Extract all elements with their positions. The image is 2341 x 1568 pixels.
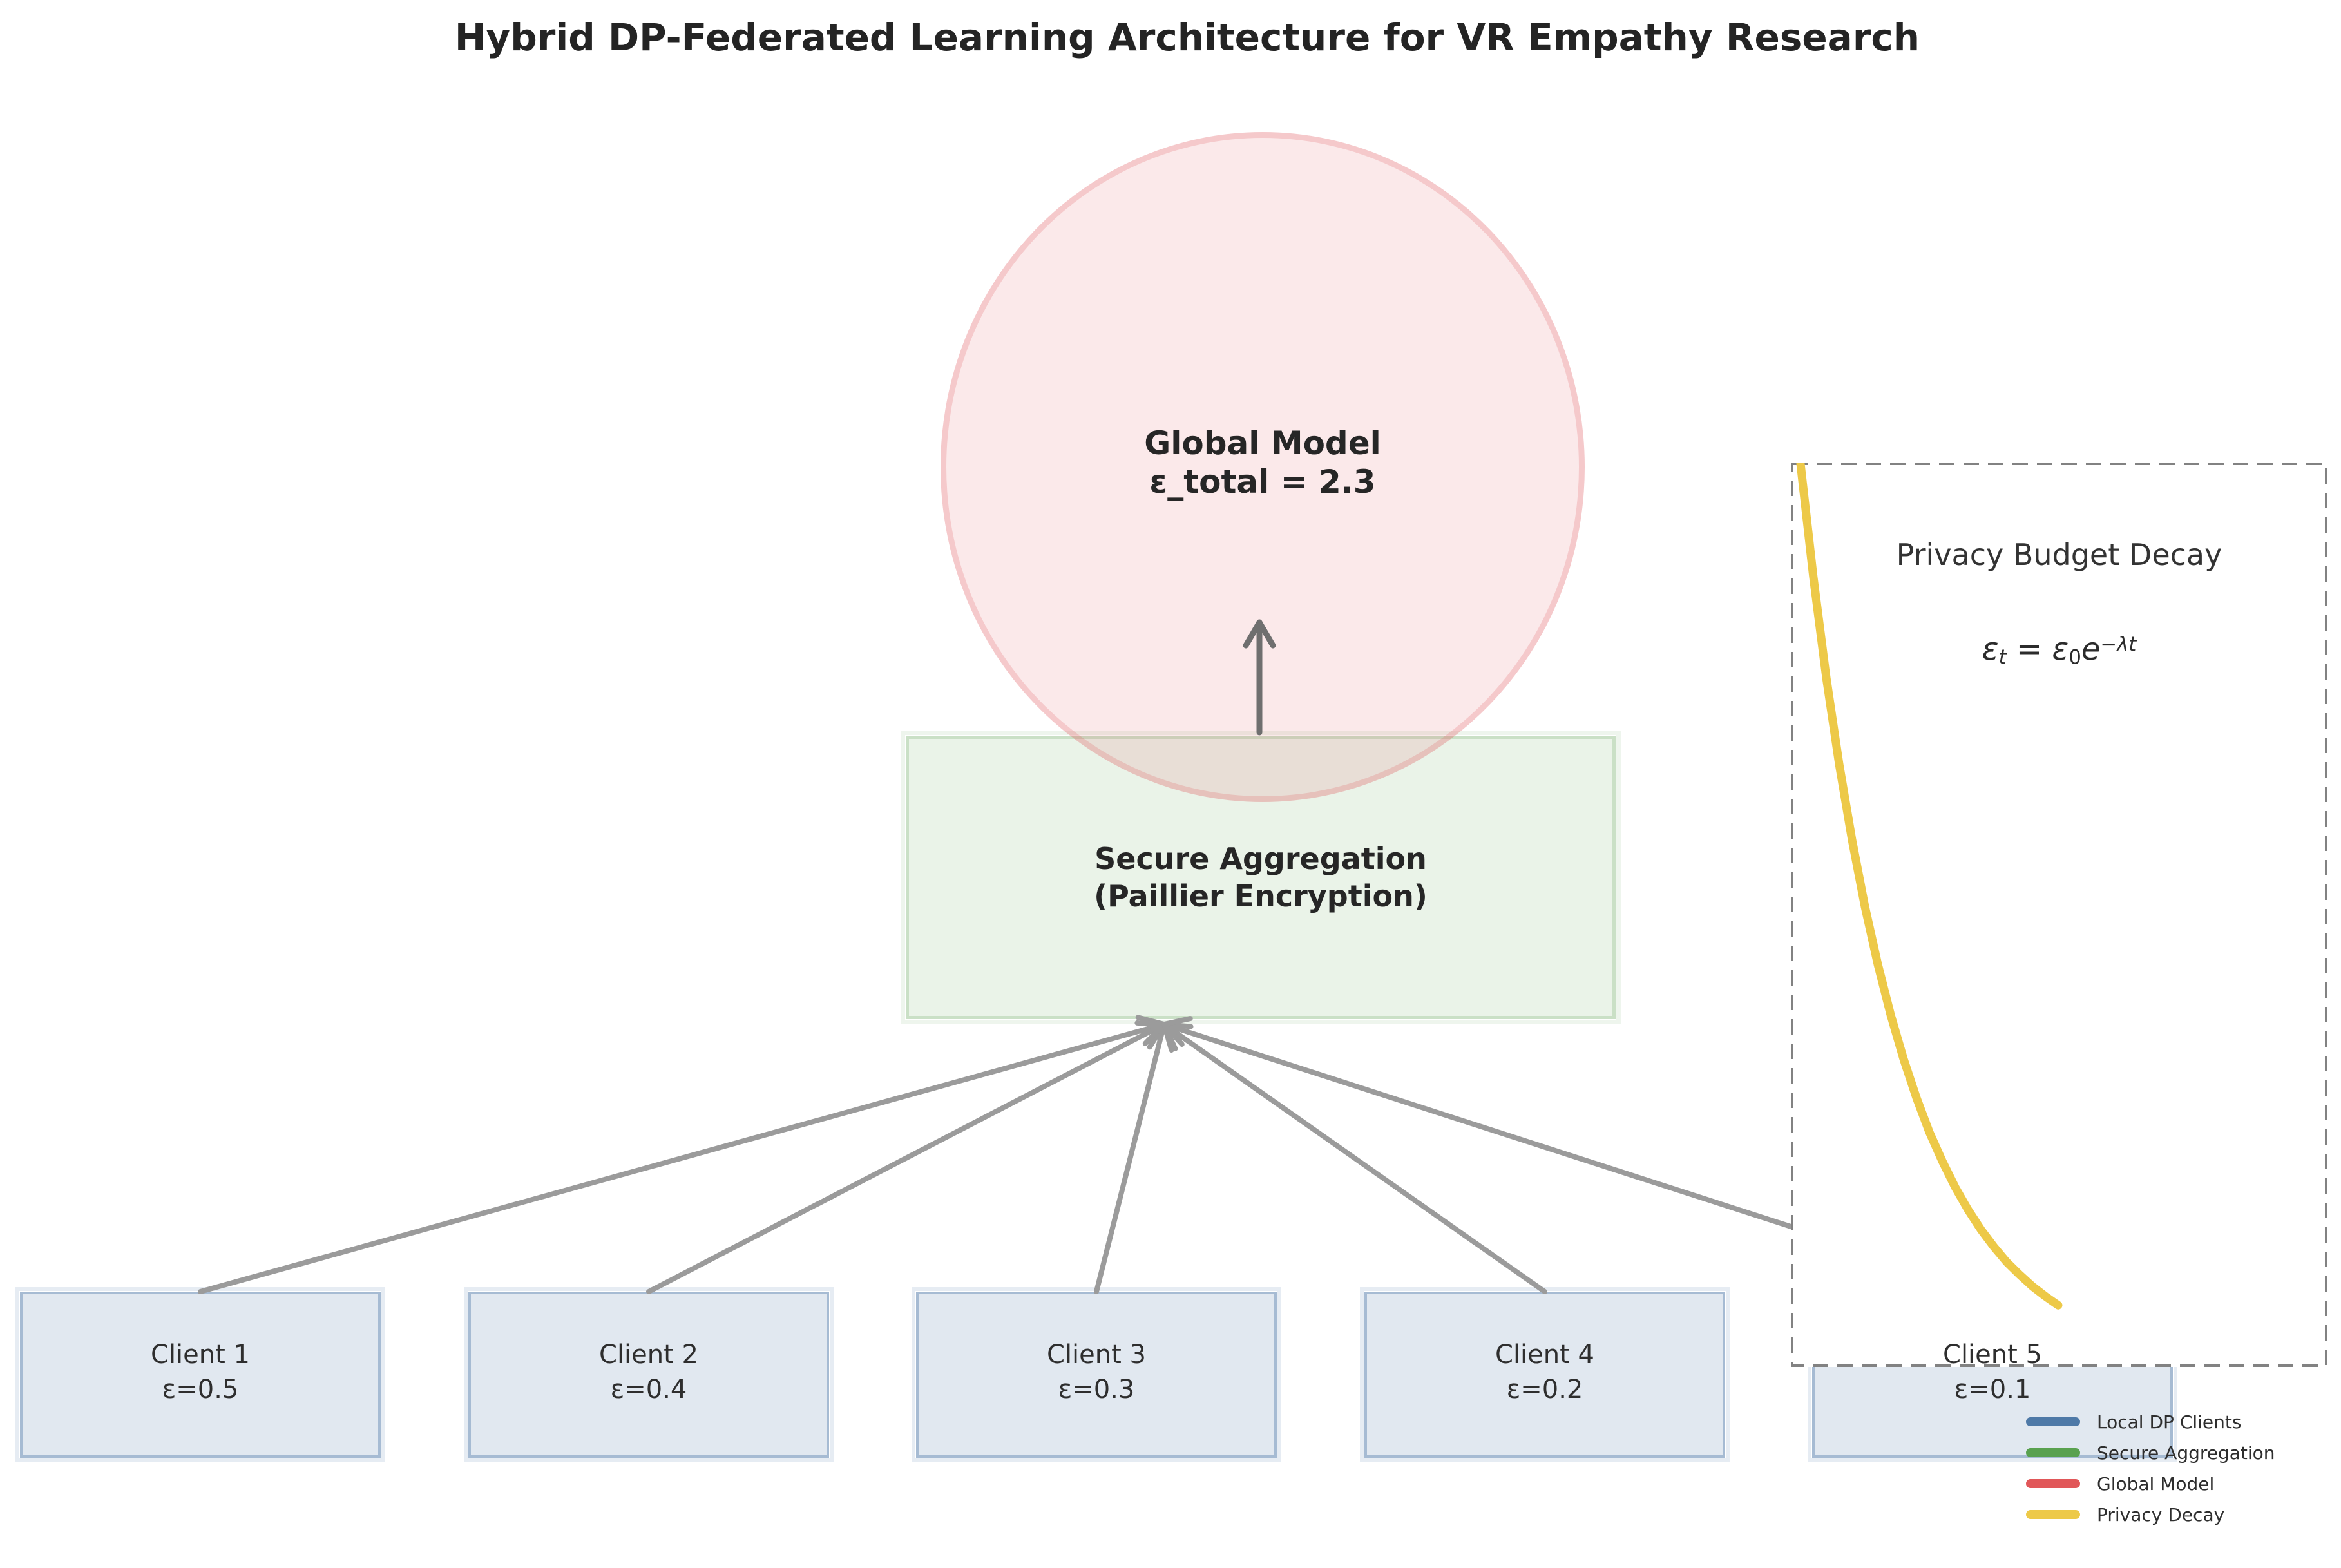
client-3-box bbox=[912, 1287, 1281, 1462]
inset-frame bbox=[1791, 463, 2327, 1367]
global-model-title: Global Model bbox=[1144, 425, 1381, 462]
aggregation-subtitle: (Paillier Encryption) bbox=[1094, 879, 1428, 913]
client-4-box bbox=[1360, 1287, 1730, 1462]
client-2-arrow bbox=[646, 1020, 1167, 1294]
aggregation-title: Secure Aggregation bbox=[1094, 841, 1427, 876]
global-model-node bbox=[941, 132, 1585, 802]
privacy-decay-inset: Privacy Budget Decay εt = ε0e−λt bbox=[1791, 463, 2327, 1367]
formula-epsilon-0: ε bbox=[2052, 631, 2069, 667]
legend-label: Secure Aggregation bbox=[2097, 1442, 2275, 1464]
legend-item-global-model: Global Model bbox=[2026, 1468, 2275, 1499]
figure-title: Hybrid DP-Federated Learning Architectur… bbox=[454, 15, 1920, 59]
formula-epsilon-t: ε bbox=[1982, 631, 1999, 667]
inset-dashed-border bbox=[1791, 463, 2327, 1367]
client-4-arrow bbox=[1161, 1022, 1547, 1294]
global-model-label: Global Model ε_total = 2.3 bbox=[941, 424, 1585, 501]
client-2-box bbox=[464, 1287, 834, 1462]
legend-label: Local DP Clients bbox=[2097, 1411, 2242, 1433]
legend: Local DP Clients Secure Aggregation Glob… bbox=[2026, 1406, 2275, 1530]
legend-item-local-dp-clients: Local DP Clients bbox=[2026, 1406, 2275, 1437]
legend-label: Global Model bbox=[2097, 1473, 2215, 1495]
legend-swatch-global-model-icon bbox=[2026, 1479, 2080, 1488]
secure-aggregation-label: Secure Aggregation (Paillier Encryption) bbox=[906, 840, 1616, 915]
decay-formula: εt = ε0e−λt bbox=[1982, 631, 2137, 669]
decay-curve bbox=[1796, 463, 2063, 1310]
legend-swatch-privacy-decay-icon bbox=[2026, 1510, 2080, 1519]
inset-title: Privacy Budget Decay bbox=[1896, 537, 2222, 572]
global-model-budget: ε_total = 2.3 bbox=[1149, 463, 1376, 501]
client-1-box bbox=[15, 1287, 385, 1462]
client-3-arrow bbox=[1094, 1022, 1174, 1294]
legend-item-privacy-decay: Privacy Decay bbox=[2026, 1499, 2275, 1530]
legend-swatch-local-dp-clients-icon bbox=[2026, 1417, 2080, 1426]
legend-swatch-secure-aggregation-icon bbox=[2026, 1448, 2080, 1457]
legend-item-secure-aggregation: Secure Aggregation bbox=[2026, 1437, 2275, 1468]
legend-label: Privacy Decay bbox=[2097, 1504, 2225, 1525]
client-1-arrow bbox=[198, 1015, 1167, 1294]
